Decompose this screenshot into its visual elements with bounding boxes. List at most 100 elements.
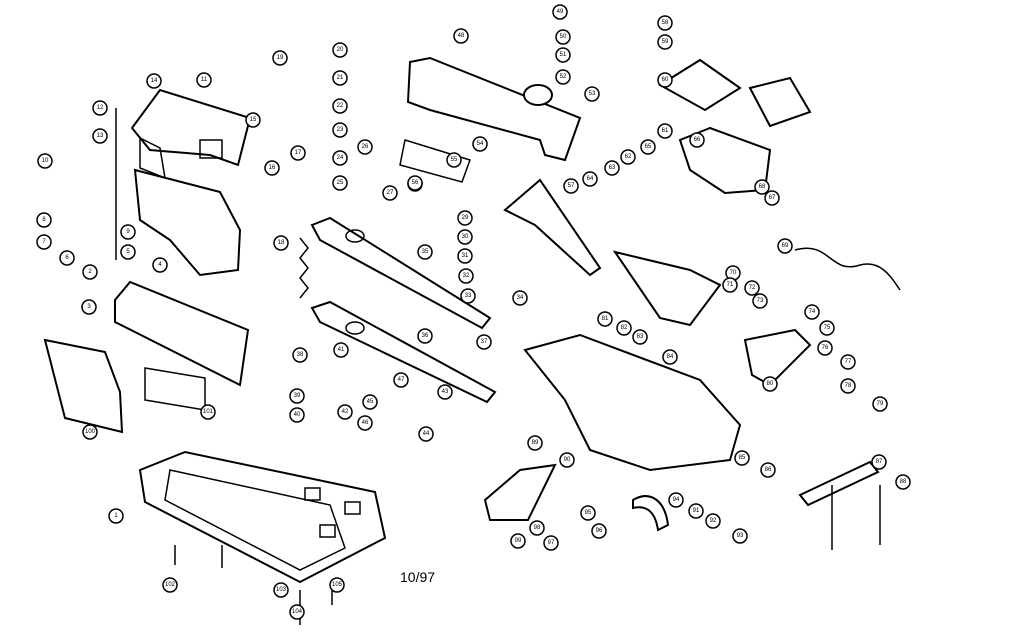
callout-label: 38 [297,352,304,358]
callout-circle [290,145,306,161]
callout-48: 48 [453,28,469,44]
callout-41: 41 [333,342,349,358]
callout-circle [264,160,280,176]
callout-label: 93 [737,533,744,539]
callout-circle [446,152,462,168]
callout-circle [289,388,305,404]
callout-label: 23 [337,127,344,133]
callout-label: 91 [693,508,700,514]
callout-label: 58 [662,20,669,26]
callout-circle [332,122,348,138]
callout-101: 101 [200,404,216,420]
callout-circle [555,29,571,45]
callout-circle [657,72,673,88]
callout-circle [512,290,528,306]
callout-label: 25 [337,180,344,186]
callout-label: 98 [534,525,541,531]
callout-65: 65 [640,139,656,155]
callout-label: 92 [710,518,717,524]
callout-label: 84 [667,354,674,360]
lower-arm [310,300,497,404]
callout-18: 18 [273,235,289,251]
callout-label: 6 [65,255,69,261]
callout-44: 44 [418,426,434,442]
blade-guard [503,178,602,277]
callout-label: 41 [338,347,345,353]
callout-73: 73 [752,293,768,309]
callout-77: 77 [840,354,856,370]
callout-label: 40 [294,412,301,418]
callout-circle [332,42,348,58]
callout-circle [604,160,620,176]
callout-label: 45 [367,399,374,405]
callout-label: 59 [662,39,669,45]
callout-42: 42 [337,404,353,420]
callout-circle [289,407,305,423]
callout-label: 83 [637,334,644,340]
callout-circle [162,577,178,593]
callout-circle [417,328,433,344]
callout-33: 33 [460,288,476,304]
callout-32: 32 [458,268,474,284]
callout-circle [457,248,473,264]
callout-label: 53 [589,91,596,97]
callout-label: 39 [294,393,301,399]
callout-label: 34 [517,295,524,301]
callout-label: 21 [337,75,344,81]
callout-label: 8 [42,217,46,223]
callout-label: 70 [730,270,737,276]
callout-circle [584,86,600,102]
callout-16: 16 [264,160,280,176]
callout-circle [668,492,684,508]
callout-circle [146,73,162,89]
callout-label: 69 [782,243,789,249]
callout-label: 1 [114,513,118,519]
callout-27: 27 [382,185,398,201]
callout-20: 20 [332,42,348,58]
callout-103: 103 [273,582,289,598]
callout-label: 49 [557,9,564,15]
switch-box [612,250,812,387]
callout-25: 25 [332,175,348,191]
callout-circle [393,372,409,388]
callout-label: 36 [422,333,429,339]
callout-circle [332,175,348,191]
callout-4: 4 [152,257,168,273]
callout-circle [734,450,750,466]
callout-circle [120,224,136,240]
callout-label: 54 [477,141,484,147]
callout-circle [591,523,607,539]
screws [115,108,333,625]
callout-circle [529,520,545,536]
callout-label: 46 [362,420,369,426]
callout-circle [777,238,793,254]
callout-label: 47 [398,377,405,383]
callout-label: 11 [201,77,208,83]
callout-29: 29 [457,210,473,226]
upper-housing [399,56,582,183]
callout-94: 94 [668,492,684,508]
callout-label: 29 [462,215,469,221]
callout-82: 82 [616,320,632,336]
callout-93: 93 [732,528,748,544]
callout-circle [552,4,568,20]
callout-43: 43 [437,384,453,400]
callout-label: 96 [596,528,603,534]
callout-label: 81 [602,316,609,322]
callout-52: 52 [555,69,571,85]
callout-95: 95 [580,505,596,521]
callout-circle [457,229,473,245]
callout-35: 35 [417,244,433,260]
callout-label: 87 [876,459,883,465]
callout-circle [332,150,348,166]
callout-label: 56 [412,180,419,186]
callout-label: 86 [765,467,772,473]
callout-circle [36,234,52,250]
callout-circle [689,132,705,148]
callout-label: 72 [749,285,756,291]
callout-label: 50 [560,34,567,40]
callout-label: 76 [822,345,829,351]
tilt-bracket [483,463,557,521]
t-wrench [798,460,880,550]
callout-circle [871,454,887,470]
